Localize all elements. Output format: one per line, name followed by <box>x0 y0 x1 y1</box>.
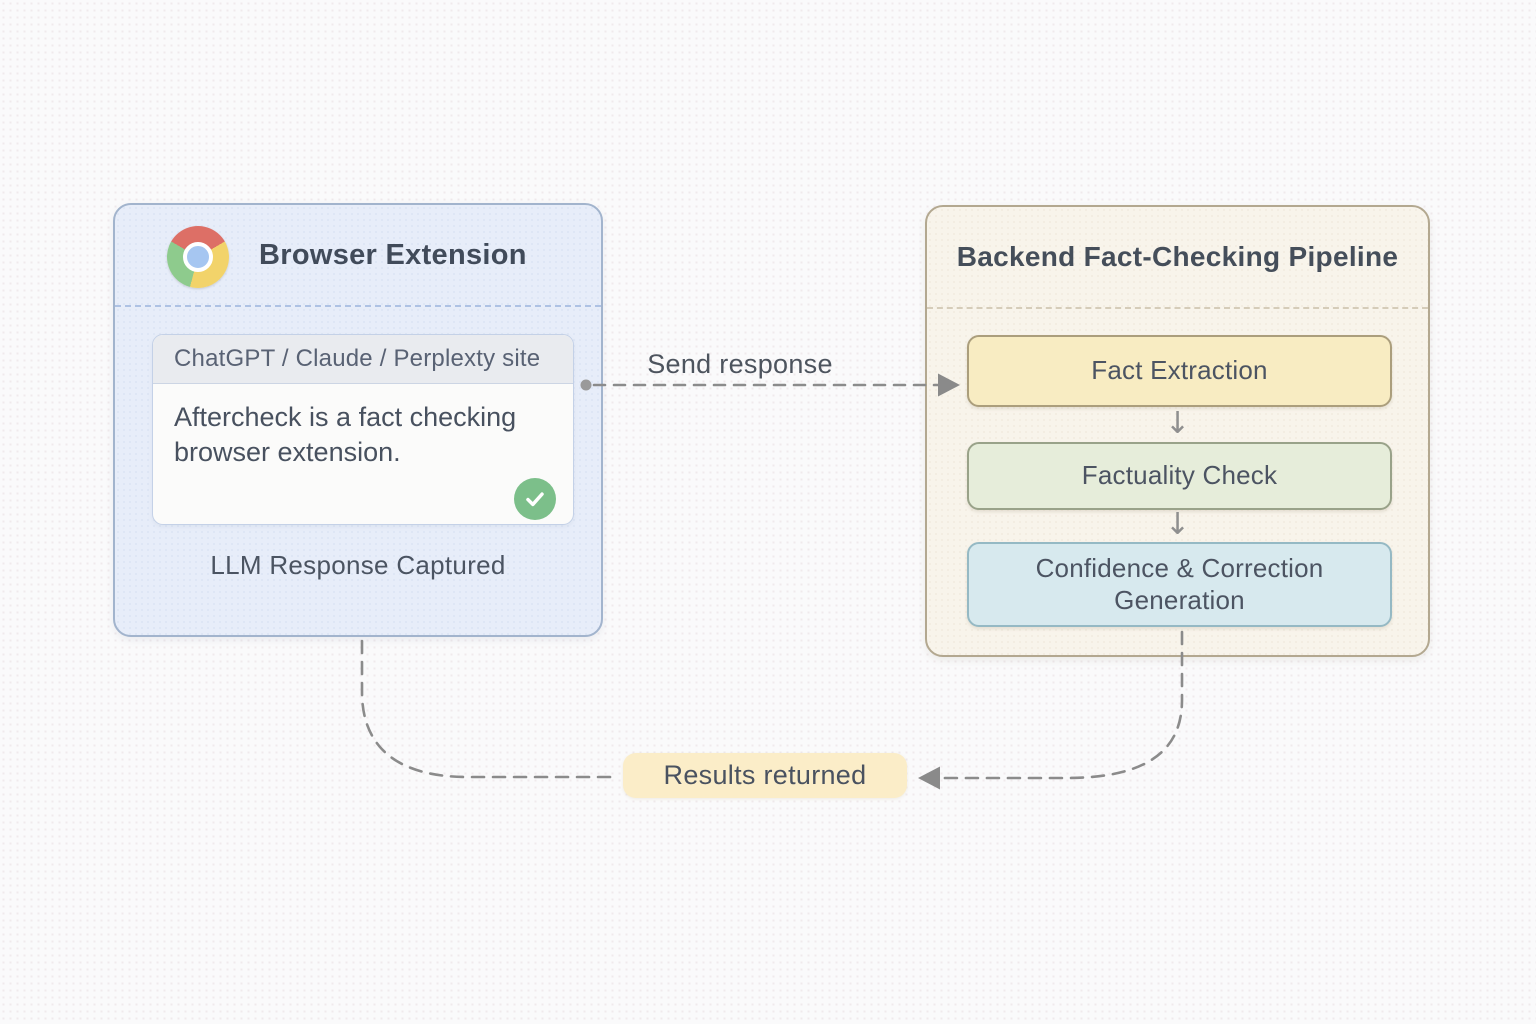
chrome-browser-icon <box>167 226 229 288</box>
step-factuality-check: Factuality Check <box>967 442 1392 510</box>
step-fact-extraction: Fact Extraction <box>967 335 1392 407</box>
step-confidence-correction-generation: Confidence & Correction Generation <box>967 542 1392 627</box>
llm-site-card-header: ChatGPT / Claude / Perplexty site <box>153 335 573 384</box>
check-circle-icon <box>514 478 556 520</box>
llm-response-text: Aftercheck is a fact checking browser ex… <box>174 402 517 468</box>
llm-response-captured-caption: LLM Response Captured <box>210 550 506 580</box>
down-arrow-icon: ↓ <box>1164 406 1191 441</box>
browser-extension-panel: Browser Extension ChatGPT / Claude / Per… <box>113 203 603 637</box>
check-mark-glyph <box>526 492 544 507</box>
results-arrowhead-icon <box>918 766 940 790</box>
browser-extension-title: Browser Extension <box>259 239 527 271</box>
results-returned-badge: Results returned <box>623 753 907 798</box>
browser-extension-header: Browser Extension <box>115 205 601 306</box>
backend-pipeline-panel: Backend Fact-Checking Pipeline Fact Extr… <box>925 205 1430 657</box>
left-panel-divider <box>115 305 601 307</box>
send-response-label: Send response <box>647 349 833 379</box>
backend-pipeline-title: Backend Fact-Checking Pipeline <box>956 241 1399 272</box>
left-return-curve <box>360 639 618 779</box>
right-panel-divider <box>927 307 1428 309</box>
chrome-icon-hub <box>183 242 213 272</box>
down-arrow-icon: ↓ <box>1164 507 1191 542</box>
llm-site-card: ChatGPT / Claude / Perplexty site Afterc… <box>152 334 574 525</box>
